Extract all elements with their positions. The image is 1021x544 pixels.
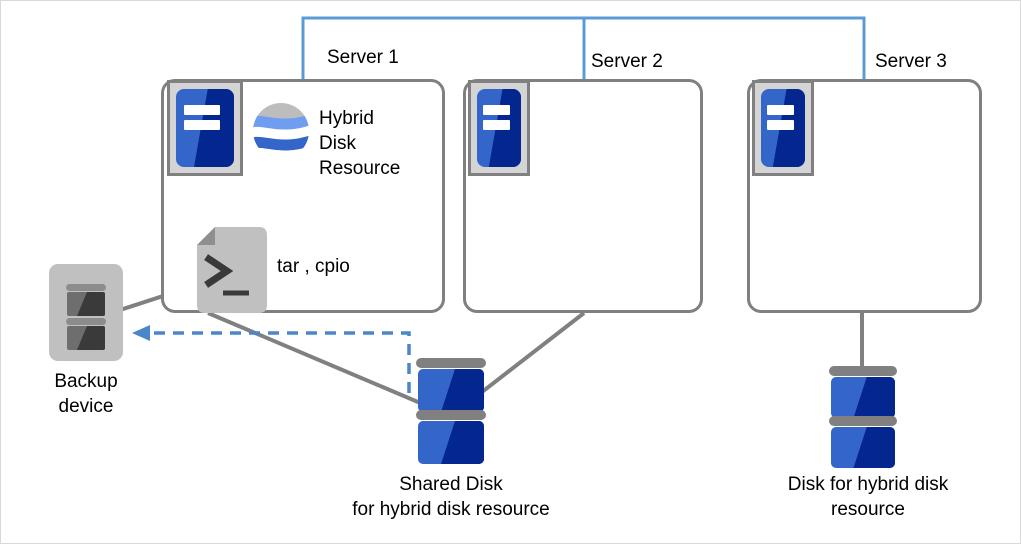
disk-platter-lower <box>418 421 484 464</box>
server-chassis-bar-bottom <box>767 120 795 131</box>
disk-platter-shading <box>418 421 484 464</box>
server-chassis-bar-top <box>184 104 221 115</box>
server-1-label: Server 1 <box>327 47 399 68</box>
backup-flow-arrow <box>132 325 411 393</box>
server-chassis-bar-bottom <box>184 120 221 131</box>
shared-disk-icon <box>416 358 486 464</box>
backup-command-label: tar , cpio <box>277 256 350 277</box>
disk-platter-upper <box>418 369 484 412</box>
server-chassis-body <box>761 89 805 167</box>
script-terminal-icon <box>197 227 267 313</box>
disk-platter-shading <box>418 369 484 412</box>
backup-device-icon <box>49 264 123 361</box>
network-bus-line <box>301 16 866 79</box>
hybrid-disk-resource-label: Hybrid Disk Resource <box>319 108 401 179</box>
hybrid-disk-icon <box>829 366 897 468</box>
disk-cap-middle <box>829 416 897 426</box>
backup-device-label: Backup device <box>54 371 118 417</box>
disk-cap-top <box>829 366 897 376</box>
server-1-chassis-icon <box>167 80 243 176</box>
server-chassis-bar-top <box>483 104 511 115</box>
server-2-chassis-icon <box>468 80 530 176</box>
hybrid-disk-sphere-icon <box>253 103 309 159</box>
server-chassis-bar-bottom <box>483 120 511 131</box>
backup-device-glyph <box>66 284 106 350</box>
disk-cap-top <box>416 358 486 368</box>
disk-platter-shading <box>831 377 895 418</box>
server-3-label: Server 3 <box>875 51 947 72</box>
server-chassis-body <box>477 89 521 167</box>
disk-cap-middle <box>416 410 486 420</box>
disk-platter-upper <box>831 377 895 418</box>
server-3-chassis-icon <box>752 80 814 176</box>
hybrid-disk-label: Disk for hybrid disk resource <box>787 474 949 520</box>
server-chassis-bar-top <box>767 104 795 115</box>
server-chassis-body <box>176 89 234 167</box>
disk-platter-lower <box>831 427 895 468</box>
disk-platter-shading <box>831 427 895 468</box>
shared-disk-connector <box>207 311 586 418</box>
shared-disk-label: Shared Disk for hybrid disk resource <box>352 474 550 520</box>
server-2-label: Server 2 <box>591 51 663 72</box>
